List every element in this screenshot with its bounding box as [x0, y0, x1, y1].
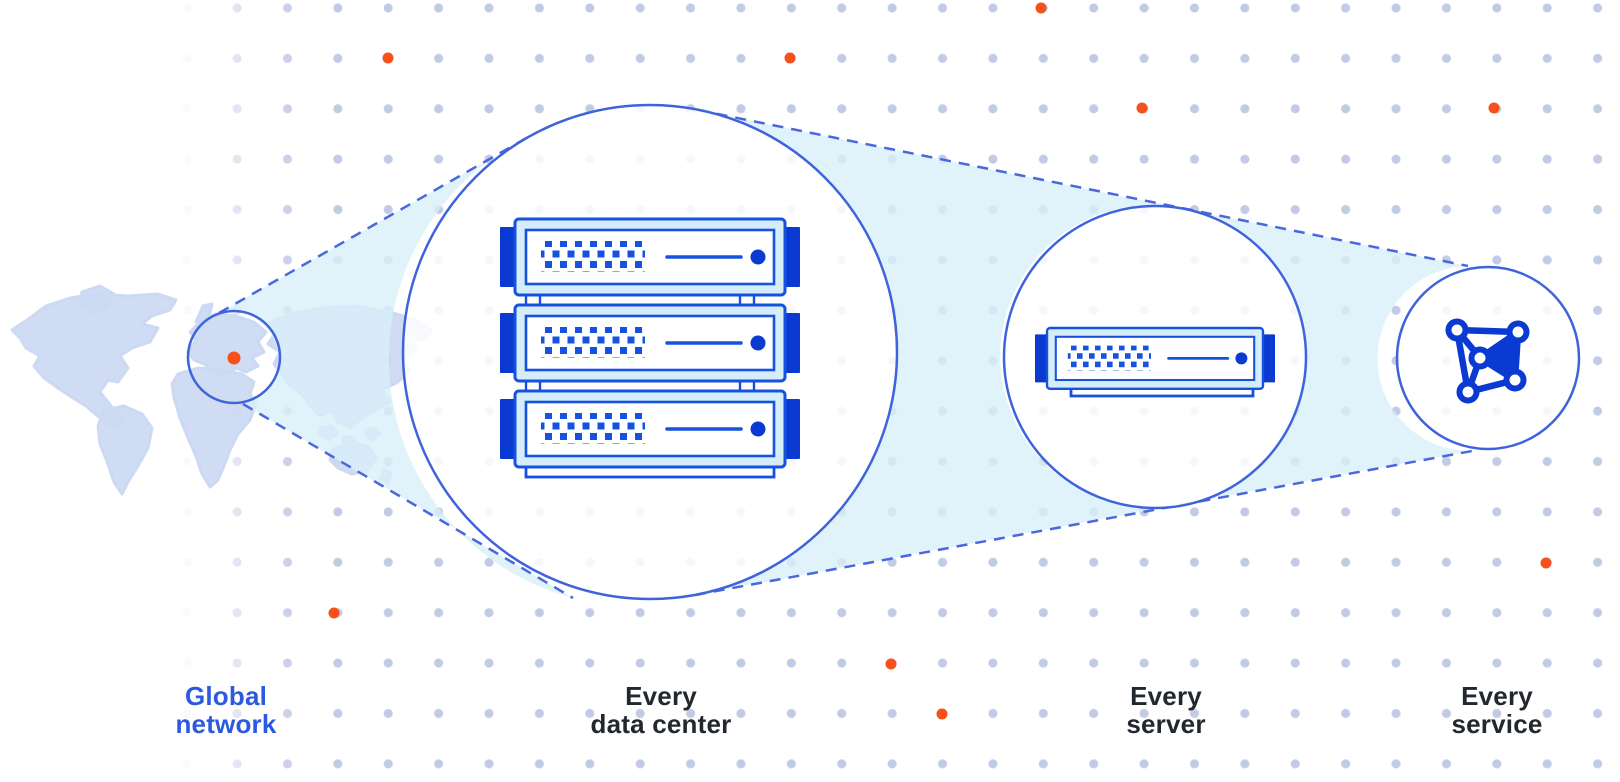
orange-dot: [1035, 2, 1047, 14]
label-every-service: Every service: [1367, 682, 1620, 738]
global-network-circle: [186, 309, 282, 405]
label-line: data center: [590, 709, 732, 739]
beam-server-to-service: [1182, 209, 1472, 504]
label-line: network: [175, 709, 277, 739]
dashed-line-lower-left: [242, 402, 574, 600]
orange-dot: [1136, 102, 1148, 114]
location-marker-dot: [227, 351, 241, 365]
label-line: server: [1126, 709, 1206, 739]
label-global-network: Global network: [96, 682, 356, 738]
zoom-dashed-lines: [218, 108, 1473, 600]
label-line: service: [1451, 709, 1543, 739]
continent-africa: [170, 366, 258, 489]
continent-north-america: [10, 292, 178, 430]
orange-dot: [936, 708, 948, 720]
orange-dot: [784, 52, 796, 64]
dashed-line-upper-left: [218, 134, 531, 315]
label-line: Every: [1461, 681, 1533, 711]
beam-map-to-datacenter: [219, 136, 573, 598]
continent-south-america: [96, 404, 154, 496]
orange-dot: [885, 658, 897, 670]
network-mesh-icon: [1445, 318, 1530, 404]
server-rack-icon: [498, 217, 802, 479]
label-line: Global: [184, 681, 268, 711]
zoom-beams: [219, 110, 1472, 598]
server-icon: [1033, 326, 1277, 398]
orange-dot: [1488, 102, 1500, 114]
label-every-data-center: Every data center: [531, 682, 791, 738]
dashed-line-upper-right: [697, 108, 1469, 268]
label-line: Every: [625, 681, 697, 711]
orange-accent-dots: [227, 2, 1552, 720]
label-every-server: Every server: [1036, 682, 1296, 738]
orange-dot: [328, 607, 340, 619]
beam-datacenter-to-server: [695, 110, 1185, 595]
label-line: Every: [1130, 681, 1202, 711]
orange-dot: [382, 52, 394, 64]
continent-greenland: [78, 284, 116, 316]
orange-dot: [1540, 557, 1552, 569]
